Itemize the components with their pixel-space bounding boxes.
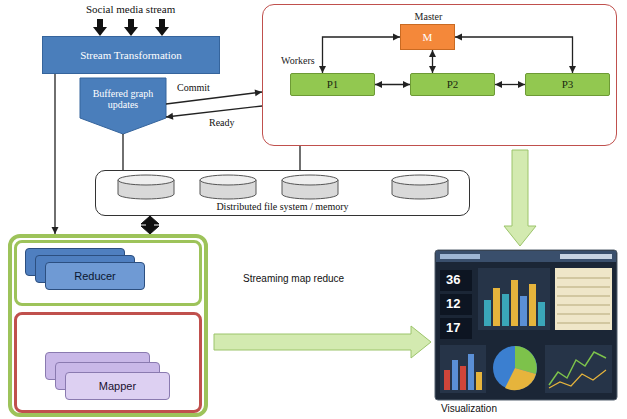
flow-arrow <box>504 150 536 246</box>
fat-arrow-body <box>504 150 536 246</box>
arrow-head <box>518 81 525 88</box>
disk-cylinders <box>118 175 448 199</box>
stream-label: Social media stream <box>86 3 175 16</box>
arrow-head <box>375 81 382 88</box>
node-text: Distributed file system / memory <box>96 201 469 213</box>
arrow-head <box>403 81 410 88</box>
node-text: P1 <box>327 78 339 91</box>
mapreduce-group: Streaming map reduceReducerMapper <box>8 234 208 417</box>
arrow-head <box>495 81 502 88</box>
worker-box: P2 <box>410 73 495 96</box>
connector-line <box>166 106 262 117</box>
node-text: Visualization <box>441 403 497 415</box>
cluster-region: WorkersMasterMP1P2P3 <box>262 4 617 146</box>
node-text: Streaming map reduce <box>243 273 344 285</box>
arrow-head <box>429 50 436 57</box>
node-text: P2 <box>447 78 459 91</box>
flow-arrow <box>141 216 159 234</box>
node-text: Stream Transformation <box>80 49 182 62</box>
connector-line <box>122 134 123 170</box>
connector <box>455 34 576 74</box>
storage-box: Distributed file system / memory <box>95 170 470 216</box>
arrow-head <box>429 66 436 73</box>
arrow-head <box>455 34 462 41</box>
visualization-screen: Visualization <box>435 250 617 400</box>
arrow-head <box>166 113 173 120</box>
node-text: Master <box>381 11 476 23</box>
arrow-head <box>393 34 400 41</box>
arrow-head <box>319 66 326 73</box>
worker-box: P3 <box>525 73 610 96</box>
worker-box: P1 <box>290 73 375 96</box>
node-text: P3 <box>562 78 574 91</box>
connector <box>375 81 410 88</box>
edge-label: Ready <box>208 117 236 129</box>
connector-line <box>455 37 573 73</box>
master-box: MasterM <box>400 24 455 50</box>
node-text: Reducer <box>74 270 116 283</box>
connector-line <box>323 37 401 73</box>
connector-line <box>54 74 55 234</box>
connector <box>429 50 436 73</box>
connector <box>495 81 525 88</box>
arrow-head <box>569 66 576 73</box>
mapper-box: Mapper <box>65 372 170 400</box>
arrow-head <box>52 227 59 234</box>
kpi-number: 36 <box>446 273 460 288</box>
connector-line <box>299 146 300 170</box>
fat-arrow-body <box>141 216 159 234</box>
connector <box>300 146 301 170</box>
kpi-number: 12 <box>446 297 460 312</box>
fat-arrow-body <box>214 326 431 358</box>
process-box: Stream Transformation <box>42 36 220 74</box>
reducer-box: Reducer <box>45 262 145 290</box>
dashboard-screenshot <box>435 250 617 400</box>
arrow-head <box>255 89 262 96</box>
buffer-shape: Buffered graph updates <box>80 78 166 134</box>
connector-line <box>166 92 262 104</box>
node-text: Buffered graph updates <box>84 88 162 111</box>
connector <box>319 34 400 74</box>
connector <box>123 134 124 170</box>
kpi-number: 17 <box>446 321 460 336</box>
connector <box>52 74 59 234</box>
node-text: M <box>423 31 433 44</box>
node-text: Workers <box>281 55 315 67</box>
buffer-pentagon <box>80 78 166 134</box>
stream-arrows <box>93 19 169 36</box>
flow-arrow <box>214 326 431 358</box>
edge-label: Commit <box>176 82 211 94</box>
node-text: Mapper <box>99 380 136 393</box>
